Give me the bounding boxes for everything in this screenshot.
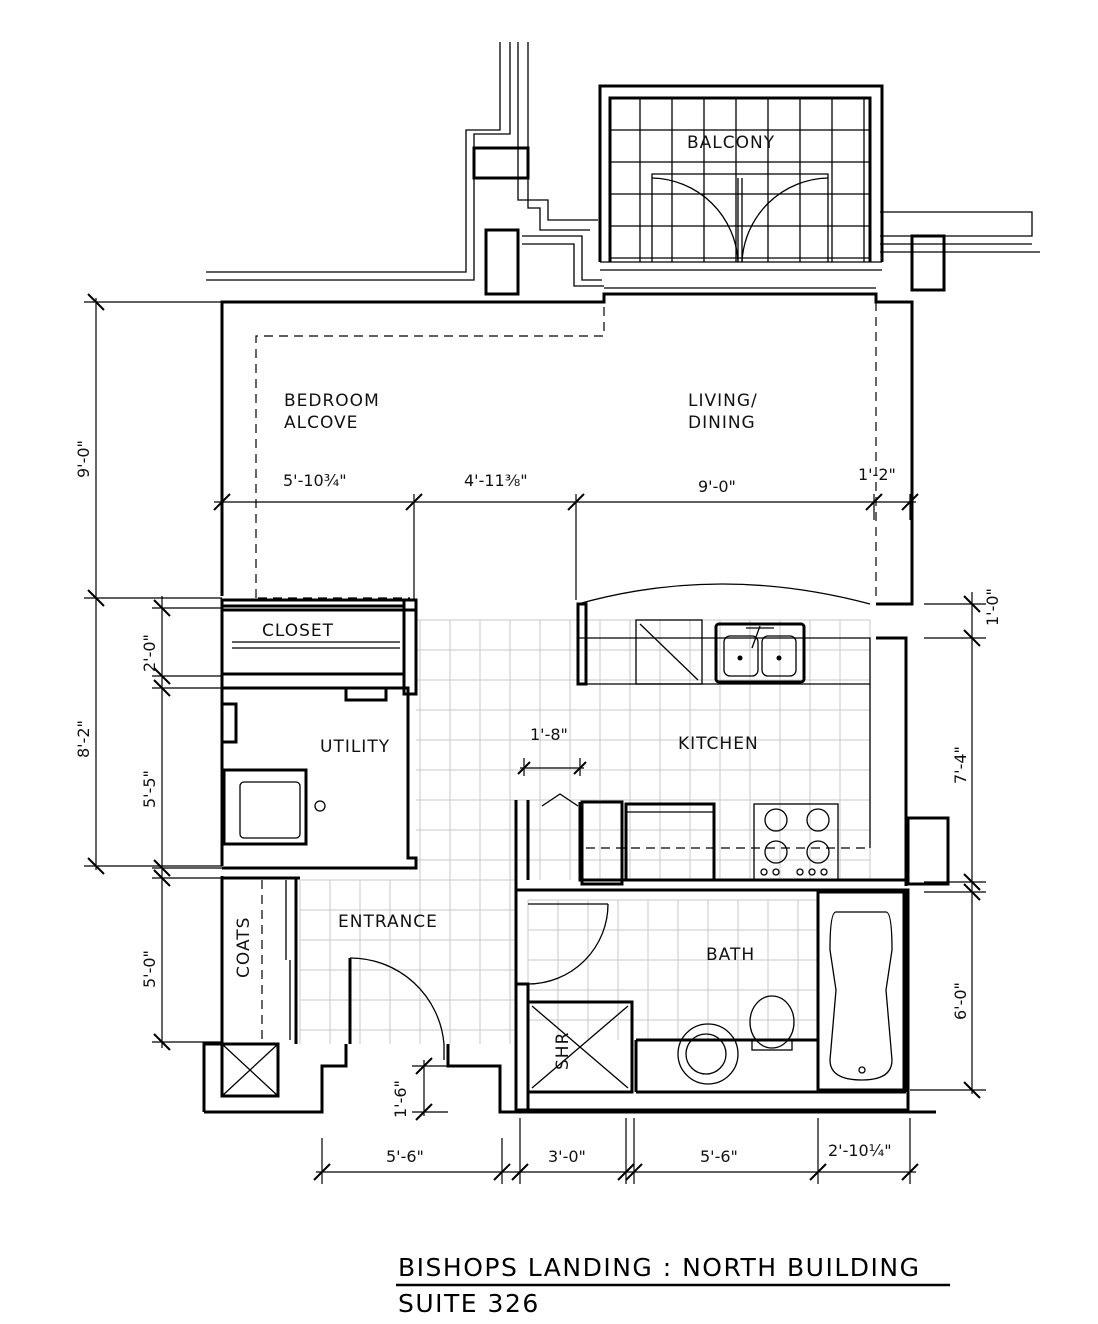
label-utility: UTILITY	[320, 737, 390, 757]
label-bath: BATH	[706, 945, 755, 965]
dim-6-0-vertical: 6'-0"	[951, 982, 970, 1020]
title-building: BISHOPS LANDING : NORTH BUILDING	[398, 1253, 920, 1282]
dim-mid-3: 9'-0"	[698, 477, 736, 496]
building-outline	[206, 42, 1040, 296]
dim-1-6-vertical: 1'-6"	[391, 1080, 410, 1118]
dim-7-4-vertical: 7'-4"	[951, 746, 970, 784]
label-balcony: BALCONY	[687, 133, 775, 153]
overhead-lines	[255, 302, 877, 600]
walls	[202, 287, 950, 1114]
dim-8-2-vertical: 8'-2"	[74, 720, 93, 758]
dim-1-0-vertical: 1'-0"	[983, 588, 1002, 626]
balcony	[598, 84, 884, 271]
dim-bot-3: 5'-6"	[700, 1147, 738, 1166]
dim-mid-4: 1'-2"	[858, 465, 896, 484]
label-bedroom-2: ALCOVE	[284, 413, 358, 433]
dim-2-0-vertical: 2'-0"	[140, 634, 159, 672]
title-suite: SUITE 326	[398, 1289, 540, 1318]
label-closet: CLOSET	[262, 621, 334, 641]
label-entrance: ENTRANCE	[338, 912, 438, 932]
label-kitchen: KITCHEN	[678, 734, 759, 754]
dim-1-8: 1'-8"	[530, 725, 568, 744]
dim-9-0-vertical: 9'-0"	[74, 440, 93, 478]
label-living-2: DINING	[688, 413, 756, 433]
dim-mid-1: 5'-10¾"	[283, 471, 347, 490]
dim-bot-2: 3'-0"	[548, 1147, 586, 1166]
label-living-1: LIVING/	[688, 391, 758, 411]
dim-5-0-vertical: 5'-0"	[140, 950, 159, 988]
label-coats: COATS	[234, 917, 254, 978]
dim-mid-2: 4'-11⅜"	[464, 471, 528, 490]
dim-bot-1: 5'-6"	[386, 1147, 424, 1166]
label-bedroom-1: BEDROOM	[284, 391, 380, 411]
dim-bot-4: 2'-10¼"	[828, 1141, 892, 1160]
floor-tiles	[299, 619, 871, 1044]
label-shower: SHR	[553, 1032, 573, 1070]
dim-5-5-vertical: 5'-5"	[140, 770, 159, 808]
dimension-lines	[84, 293, 986, 1184]
kitchen-fixtures	[541, 583, 906, 886]
